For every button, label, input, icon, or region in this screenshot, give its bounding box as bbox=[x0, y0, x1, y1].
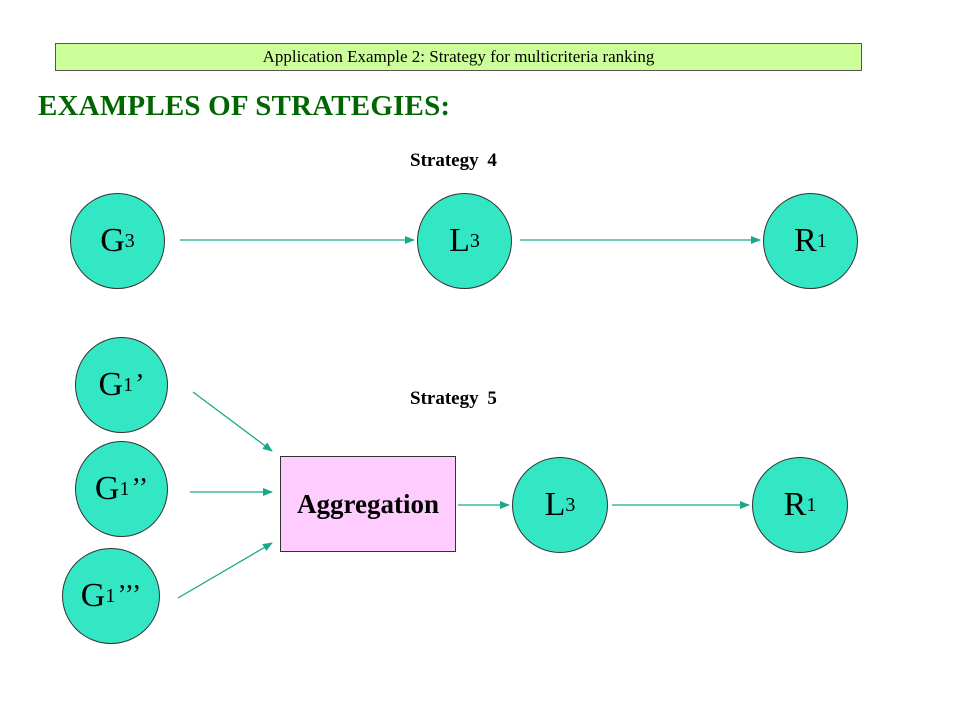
arrow-g1p-to-aggregation bbox=[192, 391, 273, 452]
header-bar: Application Example 2: Strategy for mult… bbox=[55, 43, 862, 71]
aggregation-box: Aggregation bbox=[280, 456, 456, 552]
strategy-4-label: Strategy 4 bbox=[410, 150, 497, 171]
strategy-5-label: Strategy 5 bbox=[410, 388, 497, 409]
header-title: Application Example 2: Strategy for mult… bbox=[262, 47, 655, 66]
page-title: EXAMPLES OF STRATEGIES: bbox=[38, 90, 451, 122]
arrow-g1ppp-to-aggregation bbox=[177, 542, 273, 599]
